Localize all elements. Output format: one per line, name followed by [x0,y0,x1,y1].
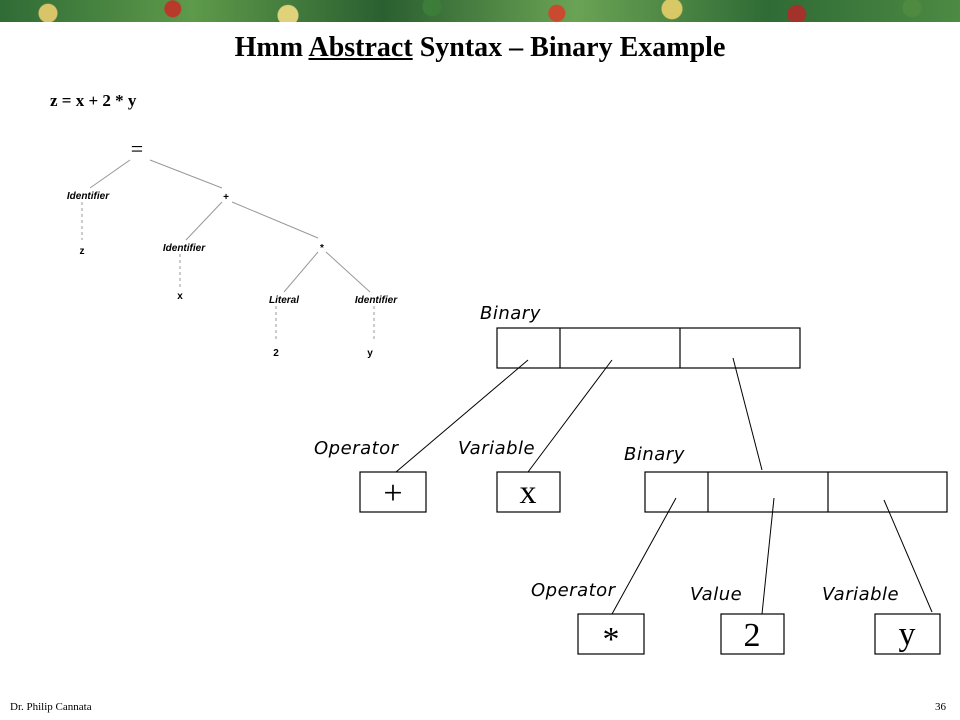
binary-top-label: Binary [480,303,541,324]
stained-glass-banner [0,0,960,22]
source-expression: z = x + 2 * y [50,91,137,110]
operator-plus-value: + [383,475,402,512]
tree-plus: + [223,192,229,203]
title-prefix: Hmm [234,32,309,63]
pointer-line [761,497,775,615]
tree-value-z: z [80,246,85,257]
pointer-line [883,499,933,613]
operator-1-label: Operator [314,438,400,459]
tree-value-x: x [177,291,183,302]
footer-author: Dr. Philip Cannata [10,701,92,713]
tree-edge [149,159,223,189]
parse-tree [81,159,375,342]
tree-identifier-y-label: Identifier [355,295,398,306]
tree-edge [283,251,319,293]
pointer-line [732,357,763,471]
tree-value-y: y [367,348,373,359]
pointer-line [395,359,529,473]
value-label: Value [690,584,742,605]
tree-edge [185,201,223,241]
operator-plus-box [359,471,427,513]
tree-edge [325,251,371,293]
variable-x-value: x [520,474,537,511]
title-suffix: Syntax – Binary Example [412,32,726,63]
variable-2-label: Variable [822,584,899,605]
title-underlined-word: Abstract [308,32,413,63]
binary-inner-record [644,471,948,513]
tree-times: * [320,243,324,254]
pointer-line [527,359,613,473]
variable-1-label: Variable [458,438,535,459]
slide-title: Hmm Abstract Syntax – Binary Example [0,32,960,64]
operator-2-label: Operator [531,580,617,601]
tree-root-equals: = [131,136,143,161]
tree-edge [89,159,131,189]
tree-identifier-x-label: Identifier [163,243,206,254]
tree-identifier-z-label: Identifier [67,191,110,202]
tree-value-2: 2 [273,348,279,359]
binary-inner-label: Binary [624,444,685,465]
pointer-line [611,497,677,615]
value-2-value: 2 [744,617,761,654]
page-number: 36 [935,701,946,713]
value-2-box [720,613,785,655]
operator-times-box [577,613,645,655]
binary-top-record [496,327,801,369]
tree-literal-label: Literal [269,295,299,306]
tree-edge [231,201,319,239]
variable-y-box [874,613,941,655]
operator-times-value: * [603,621,620,658]
variable-y-value: y [899,616,916,653]
variable-x-box [496,471,561,513]
